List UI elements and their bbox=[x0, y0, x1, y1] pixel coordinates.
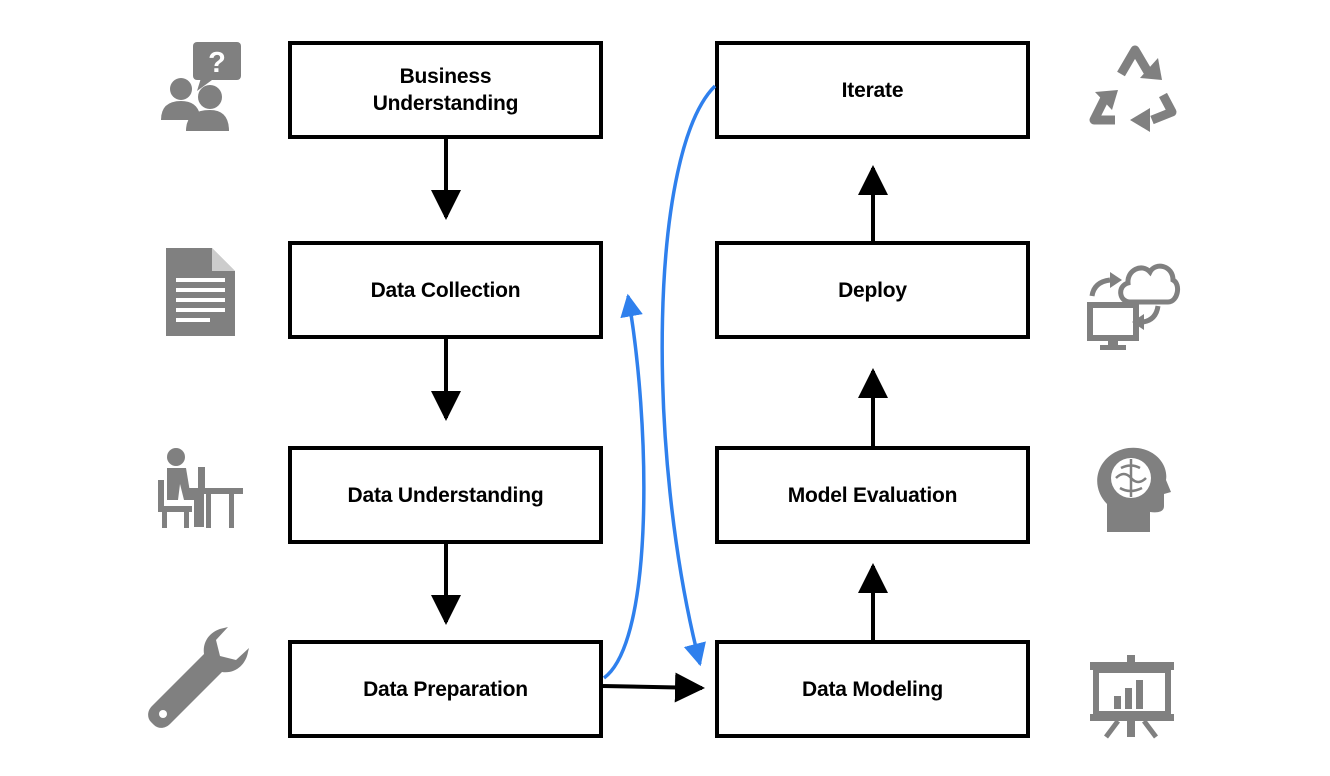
svg-text:?: ? bbox=[208, 47, 226, 79]
wrench-icon bbox=[148, 627, 249, 728]
step-data-collection: Data Collection bbox=[288, 241, 603, 339]
step-data-modeling: Data Modeling bbox=[715, 640, 1030, 738]
feedback-arrow-iterate-to-modeling bbox=[660, 84, 717, 667]
presentation-chart-icon bbox=[1090, 655, 1174, 739]
step-business-understanding-label: Business Understanding bbox=[372, 65, 519, 115]
step-deploy-label: Deploy bbox=[838, 278, 907, 302]
step-data-collection-label: Data Collection bbox=[370, 278, 521, 302]
feedback-arrow-preparation-to-collection bbox=[602, 293, 646, 680]
step-model-evaluation-label: Model Evaluation bbox=[787, 483, 958, 507]
step-model-evaluation: Model Evaluation bbox=[715, 446, 1030, 544]
recycle-icon bbox=[1089, 45, 1177, 132]
cloud-sync-icon bbox=[1087, 263, 1181, 350]
step-data-preparation-label: Data Preparation bbox=[363, 677, 528, 701]
step-data-preparation: Data Preparation bbox=[288, 640, 603, 738]
step-deploy: Deploy bbox=[715, 241, 1030, 339]
person-at-desk-icon bbox=[158, 448, 243, 528]
step-data-modeling-label: Data Modeling bbox=[802, 677, 943, 701]
brain-head-icon bbox=[1097, 447, 1171, 532]
document-icon bbox=[166, 248, 235, 336]
step-iterate: Iterate bbox=[715, 41, 1030, 139]
step-iterate-label: Iterate bbox=[841, 78, 904, 102]
step-business-understanding: Business Understanding bbox=[288, 41, 603, 139]
step-data-understanding-label: Data Understanding bbox=[347, 483, 544, 507]
step-data-understanding: Data Understanding bbox=[288, 446, 603, 544]
arrow-preparation-to-modeling bbox=[602, 672, 705, 703]
people-question-icon: ? bbox=[161, 42, 241, 131]
